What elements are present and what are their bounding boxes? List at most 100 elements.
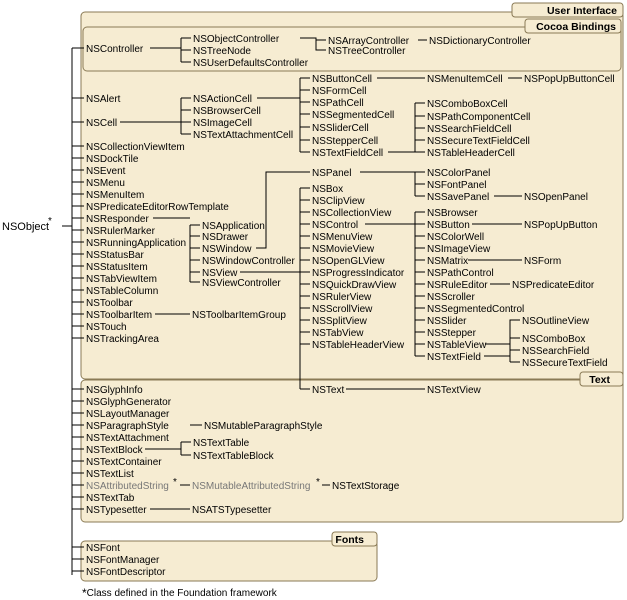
class-nssecuretextfield: NSSecureTextField	[522, 358, 608, 369]
class-nscombobox: NSComboBox	[522, 334, 585, 345]
class-nstoolbaritemgroup: NSToolbarItemGroup	[192, 310, 286, 321]
class-nsatstypesetter: NSATSTypesetter	[192, 505, 272, 516]
class-nsglyphgenerator: NSGlyphGenerator	[86, 397, 172, 408]
class-nscollectionviewitem: NSCollectionViewItem	[86, 142, 185, 153]
class-nstablecolumn: NSTableColumn	[86, 286, 158, 297]
class-nsprogressindicator: NSProgressIndicator	[312, 268, 405, 279]
class-nstexttableblock: NSTextTableBlock	[193, 451, 275, 462]
class-nsmatrix: NSMatrix	[427, 256, 468, 267]
user-interface-panel: User Interface	[80, 2, 624, 380]
class-nstextfield: NSTextField	[427, 352, 481, 363]
class-nssegmentedcontrol: NSSegmentedControl	[427, 304, 524, 315]
class-nscomboboxcell: NSComboBoxCell	[427, 99, 508, 110]
class-nsopenpanel: NSOpenPanel	[524, 192, 588, 203]
class-nssearchfield: NSSearchField	[522, 346, 589, 357]
class-nsfont: NSFont	[86, 543, 120, 554]
class-nsmenuitemcell: NSMenuItemCell	[427, 74, 503, 85]
mutable-attributed-string-asterisk: *	[316, 477, 320, 488]
class-nsrulermarker: NSRulerMarker	[86, 226, 156, 237]
class-nscell: NSCell	[86, 118, 117, 129]
class-nswindow: NSWindow	[202, 244, 252, 255]
class-nspanel: NSPanel	[312, 168, 351, 179]
class-nstextstorage: NSTextStorage	[332, 481, 400, 492]
class-nsfontmanager: NSFontManager	[86, 555, 160, 566]
class-nsquickdrawview: NSQuickDrawView	[312, 280, 397, 291]
class-nsviewcontroller: NSViewController	[202, 278, 281, 289]
class-nsbuttoncell: NSButtonCell	[312, 74, 372, 85]
class-nstypesetter: NSTypesetter	[86, 505, 147, 516]
class-nsdocktile: NSDockTile	[86, 154, 139, 165]
class-nsstatusbar: NSStatusBar	[86, 250, 144, 261]
class-nsevent: NSEvent	[86, 166, 126, 177]
class-nstoolbar: NSToolbar	[86, 298, 133, 309]
class-nsrunningapplication: NSRunningApplication	[86, 238, 186, 249]
class-nstextfieldcell: NSTextFieldCell	[312, 148, 383, 159]
class-nsstepper: NSStepper	[427, 328, 477, 339]
class-nsslidercell: NSSliderCell	[312, 123, 369, 134]
fonts-panel-title: Fonts	[335, 534, 364, 546]
class-nsobjectcontroller: NSObjectController	[193, 34, 280, 45]
class-nstextblock: NSTextBlock	[86, 445, 144, 456]
class-nsbutton: NSButton	[427, 220, 470, 231]
class-nsrulerview: NSRulerView	[312, 292, 372, 303]
class-nsactioncell: NSActionCell	[193, 94, 252, 105]
cocoa-bindings-panel: Cocoa Bindings	[82, 18, 622, 72]
class-nssavepanel: NSSavePanel	[427, 192, 489, 203]
class-nstreenode: NSTreeNode	[193, 46, 251, 57]
class-nsuserdefaultscontroller: NSUserDefaultsController	[193, 58, 309, 69]
class-nsattributedstring: NSAttributedString	[86, 481, 169, 492]
class-nsmutableattributedstring: NSMutableAttributedString	[192, 481, 310, 492]
foundation-asterisk: *	[48, 216, 52, 227]
class-nsobject: NSObject	[2, 221, 49, 233]
class-nsmovieview: NSMovieView	[312, 244, 375, 255]
class-nstableheaderview: NSTableHeaderView	[312, 340, 405, 351]
class-nssecuretextfieldcell: NSSecureTextFieldCell	[427, 136, 530, 147]
class-nsdictionarycontroller: NSDictionaryController	[429, 36, 531, 47]
user-interface-title: User Interface	[547, 5, 617, 17]
class-nscontrol: NSControl	[312, 220, 358, 231]
class-nswindowcontroller: NSWindowController	[202, 256, 295, 267]
attributed-string-asterisk: *	[173, 477, 177, 488]
class-nstexttable: NSTextTable	[193, 438, 250, 449]
class-nscolorpanel: NSColorPanel	[427, 168, 490, 179]
class-nssplitview: NSSplitView	[312, 316, 368, 327]
class-nsclipview: NSClipView	[312, 196, 365, 207]
class-nsapplication: NSApplication	[202, 221, 265, 232]
class-nsimageview: NSImageView	[427, 244, 491, 255]
class-nodes: NSController NSObjectController NSTreeNo…	[86, 34, 615, 578]
class-nstextattachmentcell: NSTextAttachmentCell	[193, 130, 293, 141]
class-nspathcomponentcell: NSPathComponentCell	[427, 112, 530, 123]
class-nsfontdescriptor: NSFontDescriptor	[86, 567, 166, 578]
footnote-text: Class defined in the Foundation framewor…	[86, 588, 277, 599]
class-nspredicateeditorrowtemplate: NSPredicateEditorRowTemplate	[86, 202, 229, 213]
class-nsmenuview: NSMenuView	[312, 232, 373, 243]
class-nstabview: NSTabView	[312, 328, 364, 339]
class-nstextcontainer: NSTextContainer	[86, 457, 162, 468]
class-nstouch: NSTouch	[86, 322, 127, 333]
class-nstexttab: NSTextTab	[86, 493, 135, 504]
class-nsresponder: NSResponder	[86, 214, 149, 225]
class-nstabviewitem: NSTabViewItem	[86, 274, 157, 285]
class-nstrackingarea: NSTrackingArea	[86, 334, 159, 345]
class-nsdrawer: NSDrawer	[202, 232, 249, 243]
connector-lines	[62, 37, 522, 575]
class-nsscroller: NSScroller	[427, 292, 475, 303]
class-nspathcontrol: NSPathControl	[427, 268, 494, 279]
class-nsruleeditor: NSRuleEditor	[427, 280, 488, 291]
text-panel: Text	[80, 371, 624, 523]
class-nsview: NSView	[202, 268, 238, 279]
class-nsopenglview: NSOpenGLView	[312, 256, 385, 267]
class-nspathcell: NSPathCell	[312, 98, 364, 109]
class-nsbrowsercell: NSBrowserCell	[193, 106, 261, 117]
class-nsformcell: NSFormCell	[312, 86, 366, 97]
footnote-mark: *	[82, 586, 87, 600]
class-nstextattachment: NSTextAttachment	[86, 433, 169, 444]
class-nsbox: NSBox	[312, 184, 343, 195]
class-nstoolbaritem: NSToolbarItem	[86, 310, 152, 321]
class-nstextview: NSTextView	[427, 385, 482, 396]
class-nsoutlineview: NSOutlineView	[522, 316, 590, 327]
class-nstableheadercell: NSTableHeaderCell	[427, 148, 515, 159]
class-nsfontpanel: NSFontPanel	[427, 180, 486, 191]
class-nscontroller: NSController	[86, 44, 144, 55]
footnote: *Class defined in the Foundation framewo…	[82, 586, 277, 600]
